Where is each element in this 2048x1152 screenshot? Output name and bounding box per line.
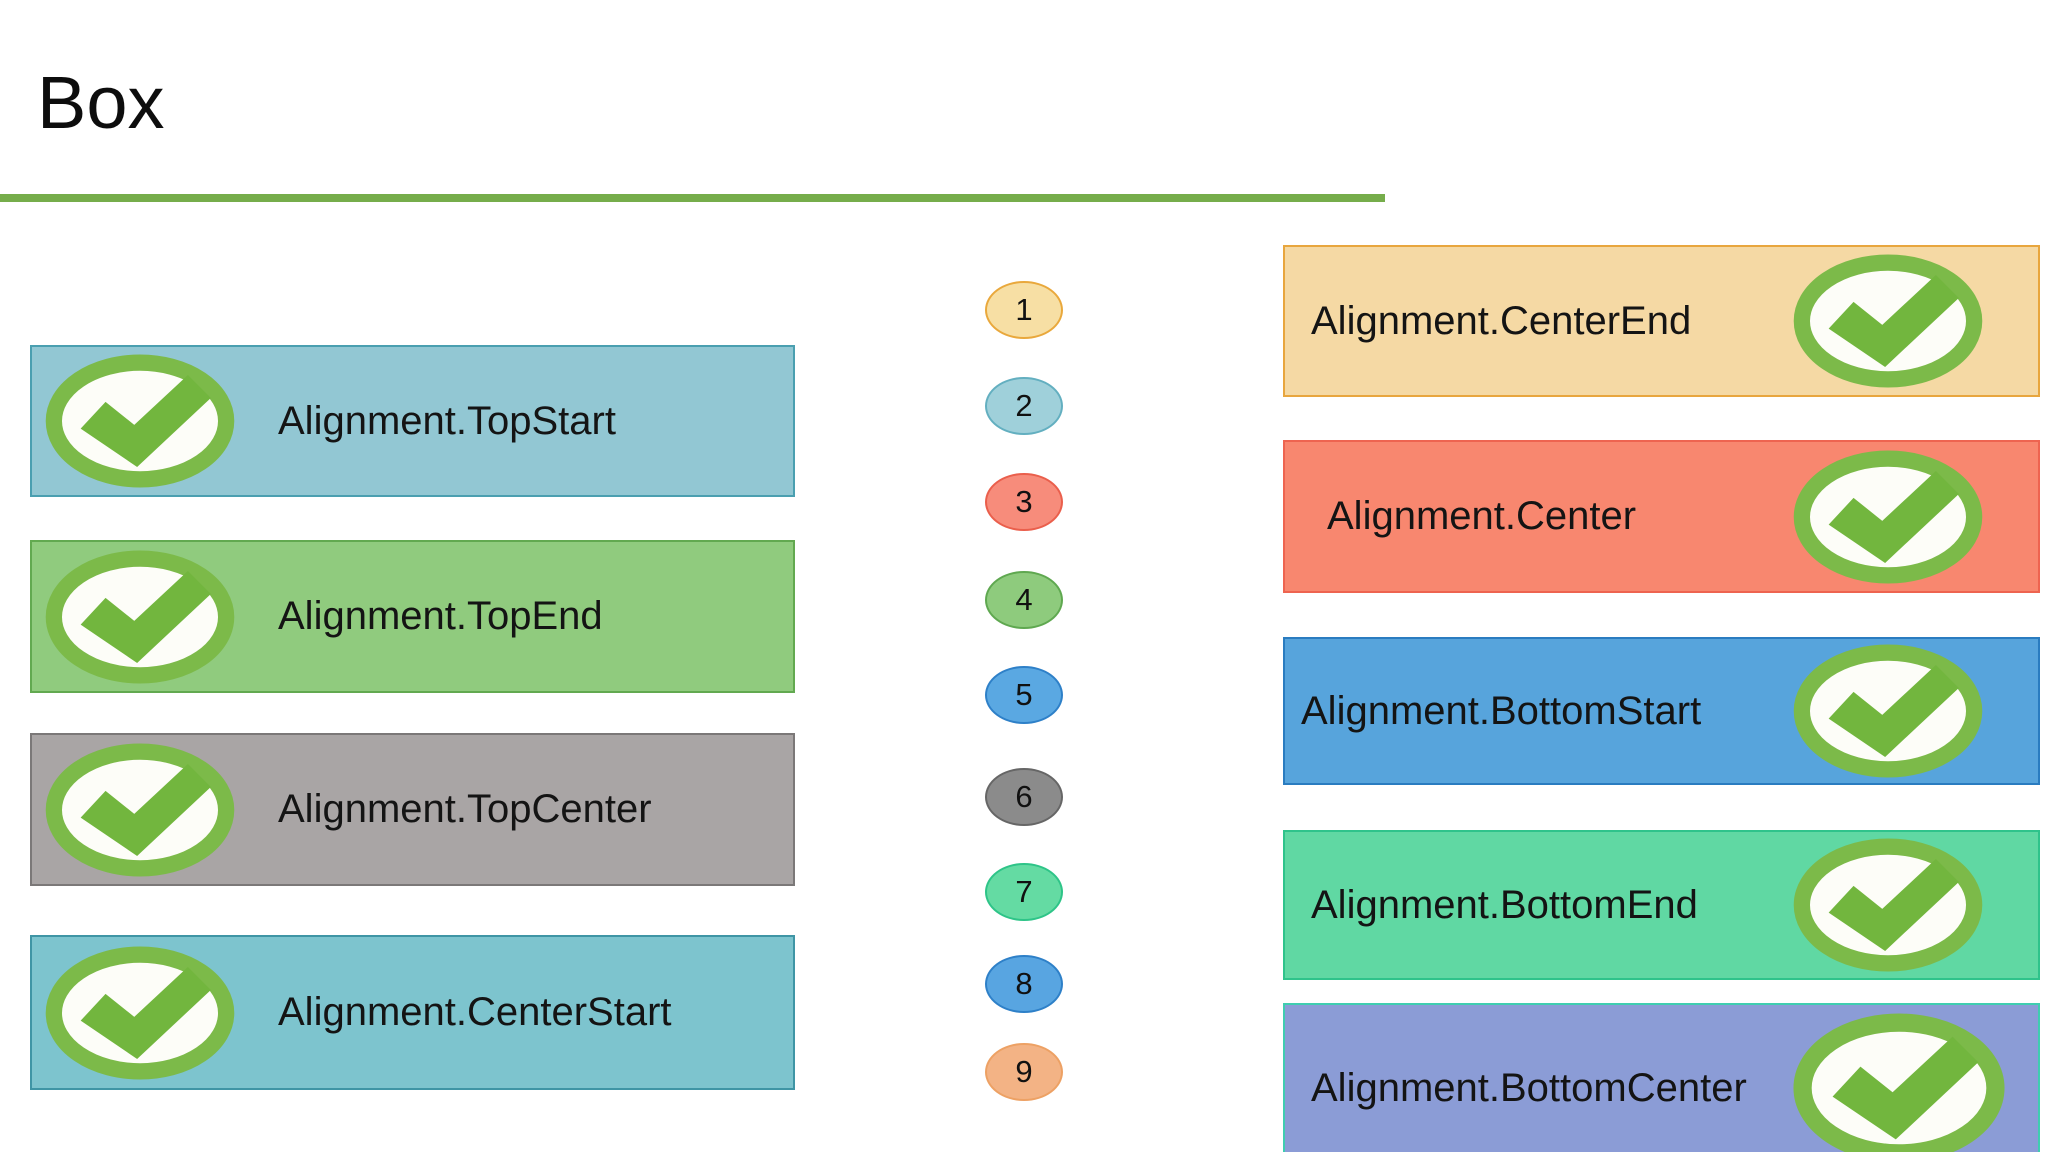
alignment-box-center: Alignment.Center xyxy=(1283,440,2040,593)
step-number: 4 xyxy=(1015,582,1033,617)
alignment-label: Alignment.BottomCenter xyxy=(1311,1065,1747,1110)
check-icon xyxy=(40,742,240,877)
alignment-label: Alignment.CenterEnd xyxy=(1311,298,1692,343)
check-icon xyxy=(1788,838,1988,972)
step-number: 8 xyxy=(1015,966,1033,1001)
step-circle-3: 3 xyxy=(985,473,1063,531)
step-circle-5: 5 xyxy=(985,666,1063,724)
step-number: 7 xyxy=(1015,874,1033,909)
alignment-box-bottom-end: Alignment.BottomEnd xyxy=(1283,830,2040,980)
alignment-label: Alignment.BottomStart xyxy=(1301,688,1702,733)
alignment-label: Alignment.TopCenter xyxy=(278,787,652,831)
step-number: 1 xyxy=(1015,292,1033,327)
alignment-box-center-end: Alignment.CenterEnd xyxy=(1283,245,2040,397)
check-icon xyxy=(1788,254,1988,388)
step-circle-9: 9 xyxy=(985,1043,1063,1101)
alignment-box-center-start: Alignment.CenterStart xyxy=(30,935,795,1090)
alignment-label: Alignment.Center xyxy=(1327,494,1637,538)
check-icon xyxy=(40,945,240,1080)
step-circle-2: 2 xyxy=(985,377,1063,435)
check-icon xyxy=(1788,644,1988,778)
alignment-label: Alignment.BottomEnd xyxy=(1311,882,1698,927)
alignment-label: Alignment.TopEnd xyxy=(278,594,603,638)
step-circle-1: 1 xyxy=(985,281,1063,339)
step-number: 2 xyxy=(1015,388,1033,423)
alignment-box-top-center: Alignment.TopCenter xyxy=(30,733,795,886)
alignment-box-bottom-center: Alignment.BottomCenter xyxy=(1283,1003,2040,1152)
check-icon xyxy=(40,354,240,488)
check-icon xyxy=(40,549,240,684)
alignment-label: Alignment.CenterStart xyxy=(278,990,672,1034)
alignment-box-top-end: Alignment.TopEnd xyxy=(30,540,795,693)
step-number: 3 xyxy=(1015,484,1033,519)
page-title: Box xyxy=(37,61,165,144)
alignment-box-top-start: Alignment.TopStart xyxy=(30,345,795,497)
step-number: 9 xyxy=(1015,1054,1033,1089)
step-circle-7: 7 xyxy=(985,863,1063,921)
step-number: 5 xyxy=(1015,677,1033,712)
title-underline xyxy=(0,194,1385,202)
step-number: 6 xyxy=(1015,779,1033,814)
alignment-box-bottom-start: Alignment.BottomStart xyxy=(1283,637,2040,785)
step-circle-4: 4 xyxy=(985,571,1063,629)
step-circle-6: 6 xyxy=(985,768,1063,826)
check-icon xyxy=(1788,449,1988,584)
check-icon xyxy=(1788,1013,2010,1152)
step-circle-8: 8 xyxy=(985,955,1063,1013)
alignment-label: Alignment.TopStart xyxy=(278,398,616,443)
